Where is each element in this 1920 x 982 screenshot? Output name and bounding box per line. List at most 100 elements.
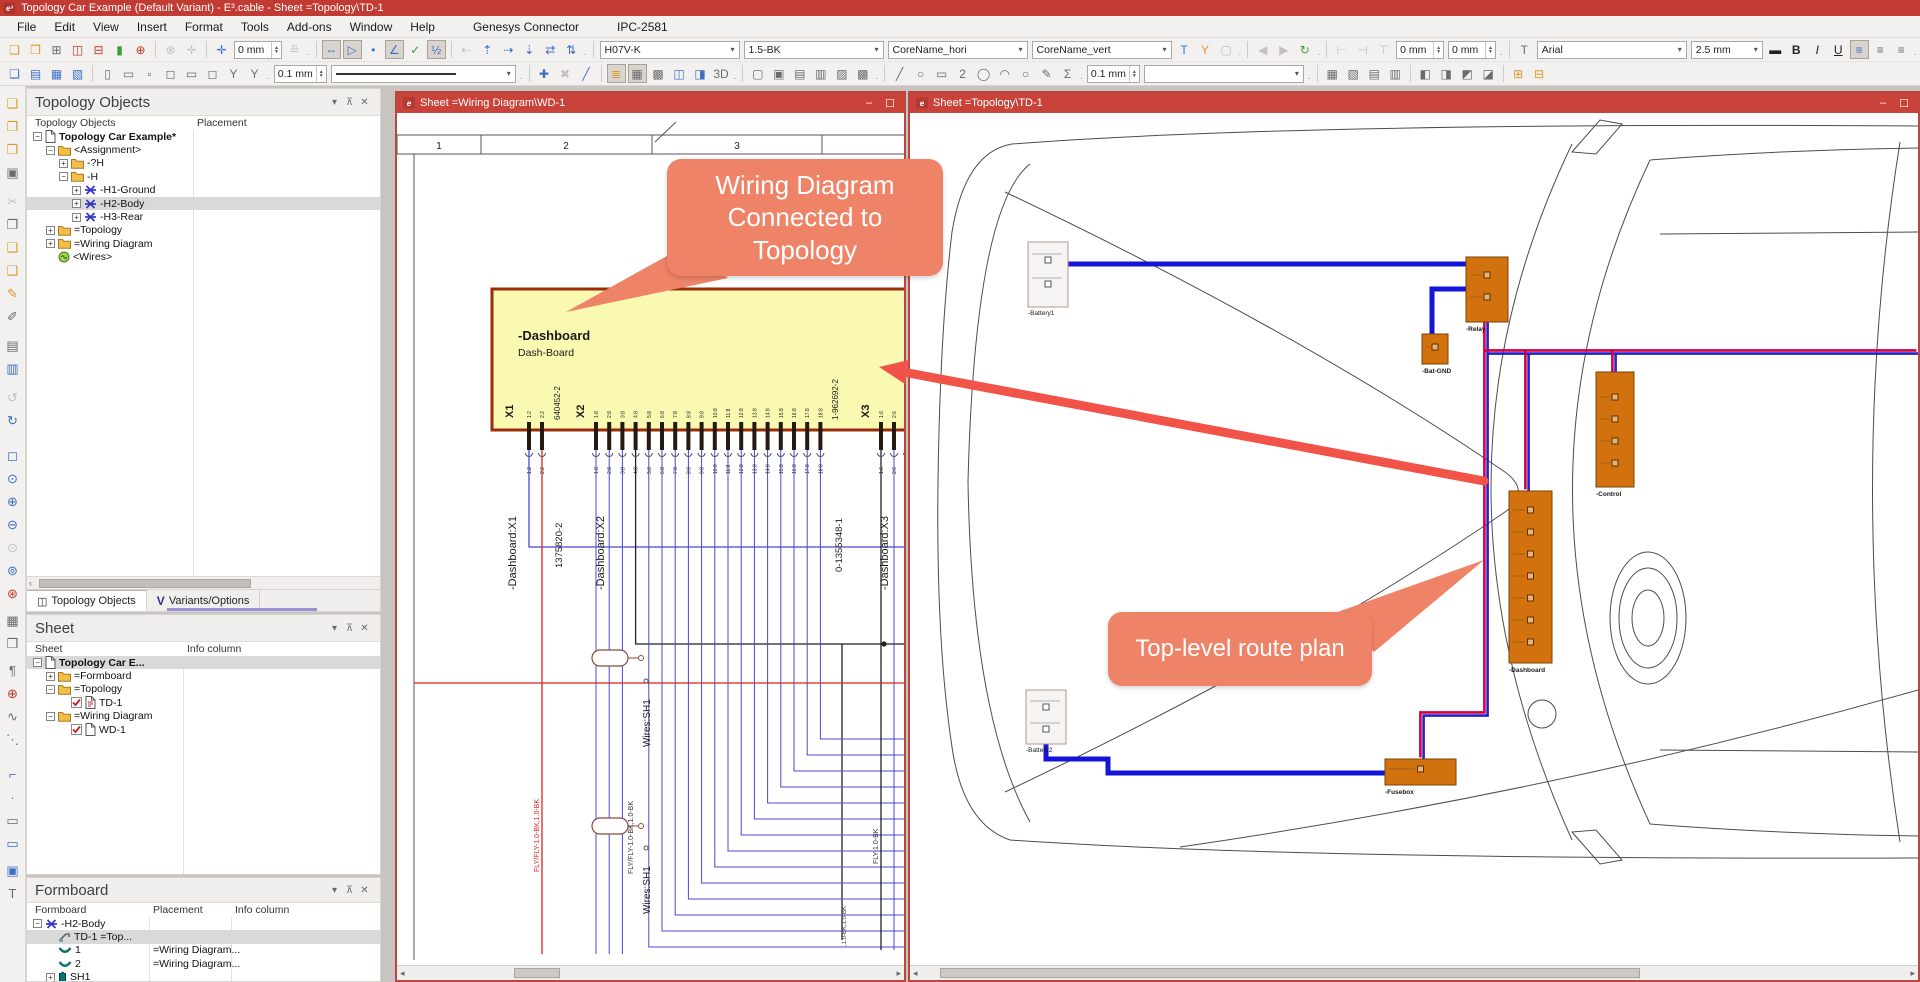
redo-icon[interactable]: ↻	[3, 411, 23, 430]
draw-arc-icon[interactable]: ◠	[995, 64, 1014, 83]
pin-row-icon[interactable]: ◻	[161, 64, 180, 83]
swap-vertical-icon[interactable]: ⇅	[562, 40, 581, 59]
half-grid-icon[interactable]: ½	[427, 40, 446, 59]
tree-row-2[interactable]: 2=Wiring Diagram...	[27, 957, 380, 970]
move-icon[interactable]: ✛	[182, 40, 201, 59]
swap-horizontal-icon[interactable]: ⇄	[541, 40, 560, 59]
tree-row--h1-ground[interactable]: +-H1-Ground	[27, 184, 380, 197]
tree-row--h2-body[interactable]: +-H2-Body	[27, 197, 380, 210]
x-offset-spinner[interactable]: 0 mm▲▼	[1396, 41, 1444, 59]
grid-icon[interactable]: ▦	[3, 611, 23, 630]
tree-expand-icon[interactable]: −	[59, 172, 68, 181]
tree-expand-icon[interactable]: +	[46, 973, 55, 981]
column-header-1[interactable]: Topology Objects	[35, 117, 116, 129]
diagonal-icon[interactable]: ╱	[577, 64, 596, 83]
pin-bar[interactable]	[879, 422, 883, 450]
blue-wire[interactable]	[688, 450, 904, 899]
pen-remove-icon[interactable]: ✖	[556, 64, 575, 83]
draw-ellipse-icon[interactable]: ◯	[974, 64, 993, 83]
pin-bar[interactable]	[634, 422, 638, 450]
tree-row--topology[interactable]: −=Topology	[27, 683, 380, 696]
tree-expand-icon[interactable]: +	[46, 226, 55, 235]
connector-mode-icon[interactable]: ◨	[691, 64, 710, 83]
insert-sheet-icon[interactable]: ▤	[26, 64, 45, 83]
tree-expand-icon[interactable]: +	[46, 239, 55, 248]
tree-row-td-1-top-[interactable]: TD-1 =Top...	[27, 930, 380, 943]
arrow-up-icon[interactable]: ⇡	[478, 40, 497, 59]
sheet-link-icon[interactable]: ▨	[832, 64, 851, 83]
layers-icon[interactable]: ≣	[607, 64, 626, 83]
blue-wire[interactable]	[768, 450, 904, 803]
core-color-icon[interactable]: T	[1175, 40, 1194, 59]
zoom-in-icon[interactable]: ⊕	[3, 492, 23, 511]
menu-item-genesys-connector[interactable]: Genesys Connector	[464, 16, 588, 38]
core-name-vert-select[interactable]: CoreName_vert▾	[1032, 41, 1172, 59]
pin-bar[interactable]	[752, 422, 756, 450]
text-color-icon[interactable]: ▬	[1766, 40, 1785, 59]
cancel-icon[interactable]: ⊗	[161, 40, 180, 59]
open-project-icon[interactable]: ❐	[3, 117, 23, 136]
next-sheet-icon[interactable]: ▶	[1274, 40, 1293, 59]
tree-row-sh1[interactable]: +SH1	[27, 971, 380, 981]
table-del-icon[interactable]: ▥	[1386, 64, 1405, 83]
bold-button[interactable]: B	[1787, 40, 1806, 59]
font-size-select[interactable]: 2.5 mm▾	[1691, 41, 1763, 59]
align-top-icon[interactable]: ⊤	[1374, 40, 1393, 59]
column-header-2[interactable]: Placement	[197, 117, 247, 129]
panel-pin-icon[interactable]: ⊼	[342, 97, 357, 108]
topology-hscrollbar[interactable]: ◂▸	[910, 965, 1918, 980]
connect-line-icon[interactable]: ∿	[3, 707, 23, 726]
menu-item-file[interactable]: File	[8, 16, 45, 38]
panel-menu-icon[interactable]: ▾	[327, 97, 342, 108]
insert-table-icon[interactable]: ▦	[47, 64, 66, 83]
slope-icon[interactable]: ∠	[385, 40, 404, 59]
page-next-icon[interactable]: ◨	[1437, 64, 1456, 83]
unlock-icon[interactable]: ◪	[1479, 64, 1498, 83]
column-header-1[interactable]: Sheet	[35, 643, 62, 655]
new-project-icon[interactable]: ❏	[3, 94, 23, 113]
blue-wire[interactable]	[741, 450, 904, 835]
column-header-1[interactable]: Formboard	[35, 904, 86, 916]
tree-expand-icon[interactable]: −	[33, 658, 42, 667]
placement-target-icon[interactable]: ⊕	[3, 684, 23, 703]
tree-row--wiring-diagram[interactable]: +=Wiring Diagram	[27, 237, 380, 250]
tree-expand-icon[interactable]: +	[59, 159, 68, 168]
checkbox-checked-icon[interactable]	[71, 724, 82, 735]
funnel-up-icon[interactable]: Y	[224, 64, 243, 83]
align-left-icon[interactable]: ⊢	[1332, 40, 1351, 59]
copy-icon[interactable]: ❐	[3, 215, 23, 234]
place-component-icon[interactable]: ▮	[110, 40, 129, 59]
pin-span-icon[interactable]: ▭	[182, 64, 201, 83]
open-sheet-icon[interactable]: ❐	[26, 40, 45, 59]
menu-item-format[interactable]: Format	[176, 16, 232, 38]
tree-expand-icon[interactable]: −	[33, 919, 42, 928]
tree-expand-icon[interactable]: −	[46, 712, 55, 721]
relay-block[interactable]	[1466, 257, 1508, 322]
draw-freehand-icon[interactable]: ✎	[1037, 64, 1056, 83]
tree-row--wiring-diagram[interactable]: −=Wiring Diagram	[27, 710, 380, 723]
maximize-button[interactable]: ☐	[1896, 97, 1912, 110]
route-main-red[interactable]	[1420, 318, 1484, 757]
draw-circle-icon[interactable]: ○	[911, 64, 930, 83]
tree-row--h[interactable]: −-H	[27, 170, 380, 183]
pin-bar[interactable]	[527, 422, 531, 450]
print-preview-icon[interactable]: ⊞	[1509, 64, 1528, 83]
align-right-icon[interactable]: ⊣	[1353, 40, 1372, 59]
paste-block-icon[interactable]: ❑	[5, 64, 24, 83]
menu-item-edit[interactable]: Edit	[45, 16, 84, 38]
line-color-select[interactable]: ▾	[1144, 65, 1304, 83]
new-sheet-icon[interactable]: ❏	[5, 40, 24, 59]
tree-row--topology[interactable]: +=Topology	[27, 224, 380, 237]
tree-expand-icon[interactable]: +	[46, 672, 55, 681]
dashed-frame-icon[interactable]: ▭	[3, 811, 23, 830]
line-width2-spinner[interactable]: 0.1 mm▲▼	[1087, 65, 1140, 83]
paragraph-icon[interactable]: ¶	[3, 661, 23, 680]
blue-wire[interactable]	[820, 450, 904, 739]
pin-bar[interactable]	[766, 422, 770, 450]
autoconnect-icon[interactable]: ▷	[343, 40, 362, 59]
pin-bar[interactable]	[647, 422, 651, 450]
prev-sheet-icon[interactable]: ◀	[1253, 40, 1272, 59]
line-style-select[interactable]: ▾	[331, 65, 516, 83]
tab-topology-objects[interactable]: ◫Topology Objects	[27, 590, 147, 611]
pin-bar[interactable]	[779, 422, 783, 450]
